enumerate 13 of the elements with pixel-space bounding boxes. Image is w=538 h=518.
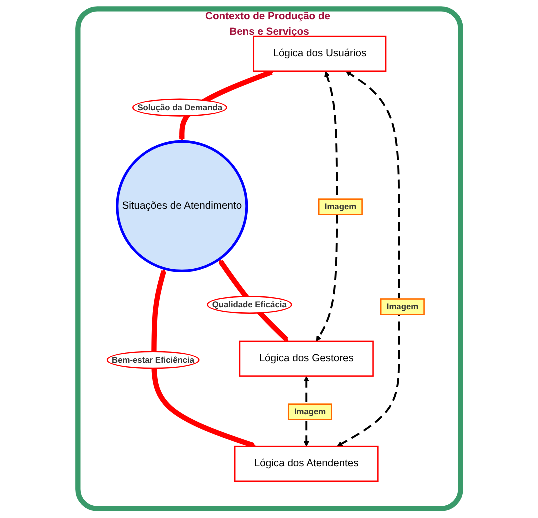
arrow bbox=[336, 71, 400, 447]
edge-label: Imagem bbox=[294, 406, 326, 417]
arrow bbox=[316, 71, 338, 342]
edge-label: Imagem bbox=[324, 202, 356, 212]
edge-label: Bem-estar Eficiência bbox=[112, 355, 194, 365]
node-box: Lógica dos Usuários bbox=[252, 36, 386, 72]
edge-label: Imagem bbox=[386, 302, 418, 312]
node-box: Lógica dos Atendentes bbox=[234, 446, 378, 482]
edge-label: Solução da Demanda bbox=[137, 102, 222, 112]
node-box: Lógica dos Gestores bbox=[238, 340, 374, 377]
arrow bbox=[151, 268, 256, 448]
node-circle: Situações de Atendimento bbox=[116, 140, 248, 273]
edge-label: Qualidade Eficácia bbox=[212, 300, 286, 310]
